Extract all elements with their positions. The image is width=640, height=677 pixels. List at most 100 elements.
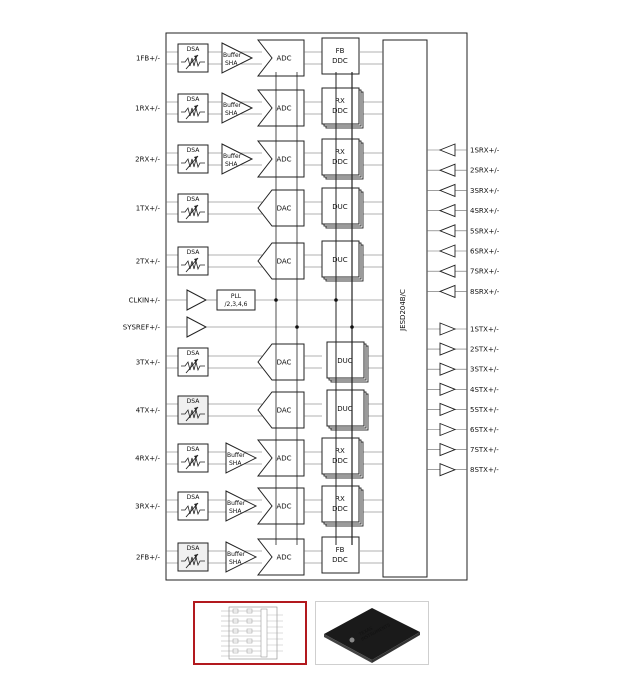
jesd-label: JESD204B/C (399, 289, 407, 332)
processing-block (326, 389, 365, 427)
resistor-zigzag-icon (181, 107, 205, 118)
lane-label: 1SRX+/- (470, 147, 500, 155)
serdes-lane: 8SRX+/- (427, 284, 500, 299)
lane-label: 3STX+/- (470, 366, 499, 374)
pin-label: 1TX+/- (136, 205, 161, 213)
ddc-prefix-label: FB (336, 546, 345, 554)
sha-label: SHA (229, 508, 242, 515)
arrow-head-icon (194, 359, 198, 363)
block-diagram-thumbnail[interactable] (193, 601, 307, 665)
lane-label: 2SRX+/- (470, 167, 500, 175)
transmitter-buffer (439, 362, 457, 376)
pin-label: 2FB+/- (136, 554, 161, 562)
buffer-sha-amp (221, 92, 254, 124)
pin-label: 3RX+/- (135, 503, 160, 511)
block-diagram-mini-icon (221, 606, 283, 660)
lane-label: 4STX+/- (470, 386, 499, 394)
dsa-block (177, 43, 209, 73)
serdes-lane: 6SRX+/- (427, 244, 500, 258)
resistor-zigzag-icon (181, 207, 205, 218)
serdes-lane: 3SRX+/- (427, 183, 500, 198)
dsa-label: DSA (187, 147, 201, 154)
adc-label: ADC (276, 554, 291, 562)
dsa-label: DSA (187, 446, 201, 453)
arrow-head-icon (194, 156, 198, 160)
buffer-sha-amp (221, 42, 254, 74)
pin-label: 4TX+/- (136, 407, 161, 415)
serdes-lane: 8STX+/- (427, 463, 499, 477)
dac-block (257, 242, 305, 280)
sha-label: SHA (229, 460, 242, 467)
clkin-label: CLKIN+/- (129, 297, 161, 305)
pin-label: 1FB+/- (136, 55, 161, 63)
processing-block (321, 187, 360, 225)
adc-label: ADC (276, 455, 291, 463)
serdes-lane: 4SRX+/- (427, 203, 500, 218)
dac-block (257, 391, 305, 429)
serdes-lane: 5SRX+/- (427, 224, 500, 238)
dsa-label: DSA (187, 249, 201, 256)
block-diagram-svg: JESD204B/C 1FB+/-DSABufferSHAADCFBDDC1RX… (123, 32, 500, 581)
resistor-zigzag-icon (181, 556, 205, 567)
dsa-block (177, 347, 209, 377)
resistor-zigzag-icon (181, 457, 205, 468)
transmitter-buffer (439, 382, 457, 396)
transmitter-buffer (439, 422, 457, 437)
sysref-label: SYSREF+/- (123, 324, 161, 332)
adc-block (256, 140, 305, 178)
receiver-buffer (438, 203, 456, 218)
buffer-label: Buffer (227, 500, 246, 507)
buffer-label: Buffer (227, 551, 246, 558)
processing-block (321, 485, 360, 523)
dsa-label: DSA (187, 545, 201, 552)
sha-label: SHA (229, 559, 242, 566)
sysref-buffer (186, 316, 208, 338)
buffer-label: Buffer (223, 153, 242, 160)
duc-label: DUC (332, 256, 348, 264)
processing-block (321, 87, 360, 125)
dac-label: DAC (277, 258, 292, 266)
pin-label: 1RX+/- (135, 105, 160, 113)
dac-label: DAC (277, 407, 292, 415)
buffer-label: Buffer (227, 452, 246, 459)
arrow-head-icon (194, 407, 198, 411)
resistor-zigzag-icon (181, 57, 205, 68)
dac-label: DAC (277, 359, 292, 367)
ddc-prefix-label: RX (335, 495, 345, 503)
dsa-label: DSA (187, 196, 201, 203)
dsa-label: DSA (187, 494, 201, 501)
processing-block (321, 138, 360, 176)
processing-block (326, 341, 365, 379)
dsa-block (177, 93, 209, 123)
processing-block (321, 437, 360, 475)
buffer-sha-amp (225, 490, 258, 522)
serdes-lane: 5STX+/- (427, 402, 499, 417)
dsa-block (177, 193, 209, 223)
ddc-label: DDC (332, 505, 348, 513)
dsa-block (177, 491, 209, 521)
adc-label: ADC (276, 55, 291, 63)
adc-label: ADC (276, 503, 291, 511)
serdes-lane: 3STX+/- (427, 362, 499, 376)
transmitter-buffer (439, 463, 457, 477)
dac-block (257, 343, 305, 381)
processing-block (321, 240, 360, 278)
serdes-lane: 7STX+/- (427, 442, 499, 457)
clkin-buffer (186, 289, 208, 311)
serdes-lane: 1SRX+/- (427, 143, 500, 157)
ddc-prefix-label: RX (335, 97, 345, 105)
dsa-label: DSA (187, 46, 201, 53)
lane-label: 8STX+/- (470, 466, 499, 474)
ddc-label: DDC (332, 556, 348, 564)
dac-block (257, 189, 305, 227)
serdes-lane: 6STX+/- (427, 422, 499, 437)
chip-package-thumbnail[interactable]: TEXAS INSTRUMENTS (315, 601, 429, 665)
